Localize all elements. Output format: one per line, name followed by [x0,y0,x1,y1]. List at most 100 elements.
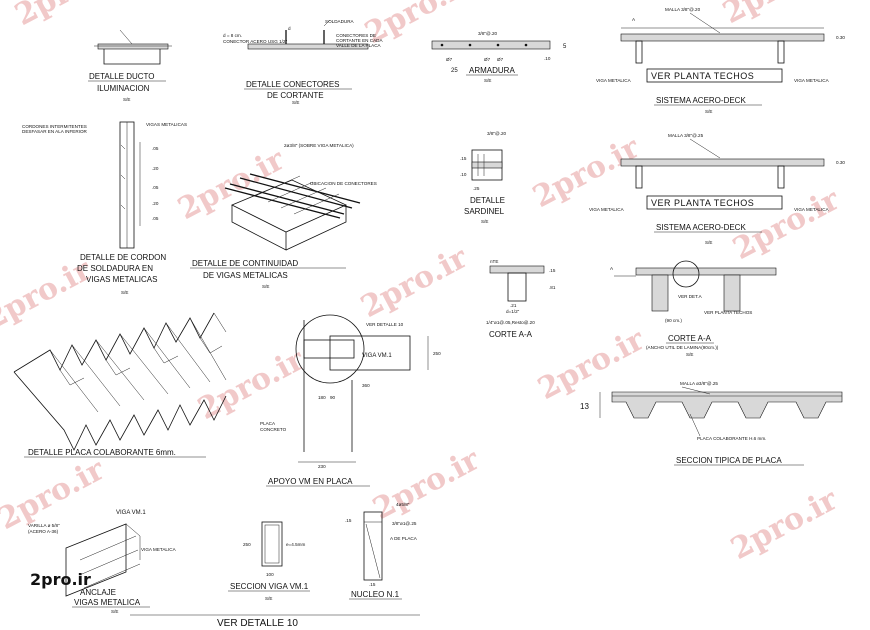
core-section [363,511,383,581]
deck1-viga-left: VIGA METALICA [596,78,632,83]
core-diagonal [365,523,381,579]
anclaje-tag: VIGA VM.1 [116,510,146,516]
deck2-ref-box [646,195,783,210]
detail-ducto-iluminacion: DETALLE DUCTO ILUMINACION S/E [88,29,172,102]
cordon-dim: .05 [152,185,159,190]
deck2-viga-right: VIGA METALICA [794,207,830,212]
seccion-placa-title: SECCION TIPICA DE PLACA [676,456,782,465]
box-section-outer [261,521,283,567]
viga-dim-h: 250 [243,542,251,547]
deck-slab [620,33,825,42]
note-conector: CONECTOR ACERO USG 1/2" [223,39,287,44]
deck-profile-top [13,312,215,373]
note-conectores-3: VALLE DE LA PLACA [336,43,382,48]
watermark-text: 2pro.ir [192,342,311,427]
cordon-dim: .05 [152,146,159,151]
note-conectores-1: CONECTORES DE [336,33,376,38]
duct-outline [103,49,161,65]
rebar-dot [524,43,528,47]
nucleo-dim-b: .15 [369,582,376,587]
anclaje-note-3: VIGA METALICA [141,547,177,552]
corte1-bot-2: d=1/2" [506,309,520,314]
conectores-scale: S/E [292,100,299,105]
sardinel-title-1: DETALLE [470,196,505,205]
plate-edge [125,523,141,560]
leader-line [689,138,721,159]
leader-line [119,29,133,45]
cordon-note-2: DESFASAR EN ALA INFERIOR [22,129,88,134]
anclaje-note-2: (ACERO A-36) [28,529,59,534]
continuidad-note-1: 2ø3/8" (SOBRE VIGA METALICA) [284,143,354,148]
ducto-scale: S/E [123,97,130,102]
conectores-title-2: DE CORTANTE [267,91,324,100]
slab-section [611,391,843,419]
armadura-bars-2: Ø7 [484,57,491,62]
seccion-placa-dim: 13 [580,402,589,411]
deck-slab [620,158,825,167]
armadura-bars-3: Ø7 [497,57,504,62]
seccion-placa-note: PLACA COLABORANTE H.6 mm. [697,436,766,441]
nucleo-title: NUCLEO N.1 [351,590,400,599]
brand-logo: 2pro.ir [30,570,91,589]
continuidad-scale: S/E [262,284,269,289]
armadura-scale: S/E [484,78,491,83]
rebar-dot [440,43,444,47]
cordon-dim: .20 [152,201,159,206]
apoyo-dim: 250 [433,351,441,356]
ducto-title-1: DETALLE DUCTO [89,72,155,81]
armadura-n25: 25 [451,68,458,74]
seccion-viga-title: SECCION VIGA VM.1 [230,582,309,591]
corte2-title: CORTE A-A [668,334,712,343]
watermark-text: 2pro.ir [355,240,474,325]
rebar [477,154,485,176]
steel-beam-right [777,40,785,64]
anclaje-title-2: VIGAS METALICA [74,598,141,607]
detail-continuidad-vigas: 2ø3/8" (SOBRE VIGA METALICA) UBICACION D… [190,143,377,289]
deck1-dim: 0.30 [836,35,845,40]
cordon-dim: .05 [152,216,159,221]
corte2-note-1: VER DET.A [678,294,703,299]
watermark-text: 2pro.ir [527,130,646,215]
continuidad-title-1: DETALLE DE CONTINUIDAD [192,259,298,268]
watermark-text: 2pro.ir [717,0,836,31]
rib-right [723,274,741,312]
viga-dim-e: e=4.5mm [286,542,305,547]
slab-section [97,43,169,50]
detail-acero-deck-2: MALLA 3/8"@.25 0.30 VIGA METALICA VIGA M… [589,133,845,245]
corte1-dim: .81 [549,285,556,290]
armadura-n5: 5 [563,44,567,50]
sardinel-dim-v2: .10 [460,172,467,177]
detail-corte-aa-2: A VER DET.A VER PLANTA TECHOS (90 cm.) C… [610,260,777,357]
corte1-title: CORTE A-A [489,330,533,339]
beam-end [303,339,355,359]
anclaje-scale: S/E [111,609,118,614]
anclaje-note-1: VARILLA ø 5/8" [28,523,60,528]
armadura-bar-top: 3/8"@.20 [478,31,498,36]
watermark-text: 2pro.ir [9,0,128,33]
detail-armadura: 3/8"@.20 Ø7 Ø7 Ø7 5 .10 25 ARMADURA S/E [431,31,567,83]
leader-line [323,19,331,27]
nucleo-dim-top: .15 [345,518,352,523]
apoyo-ref: VER DETALLE 10 [366,322,404,327]
sardinel-dim-h: .25 [473,186,480,191]
apoyo-viga: VIGA VM.1 [362,353,392,359]
armadura-title: ARMADURA [469,66,515,75]
cordon-note-3: VIGAS METALICAS [146,122,187,127]
beam-section [329,335,411,371]
sardinel-title-2: SARDINEL [464,207,505,216]
apoyo-placa-2: CONCRETO [260,427,287,432]
plate-iso [65,523,127,597]
detail-seccion-viga: 250 e=4.5mm 100 SECCION VIGA VM.1 S/E [228,521,310,601]
detail-acero-deck-1: A MALLA 3/8"@.20 0.30 VIGA METALICA VIGA… [596,7,845,114]
apoyo-placa-1: PLACA [260,421,276,426]
detail-conectores-cortante: d SOLDADURA d = 8 cm. CONECTOR ACERO USG… [223,19,383,105]
deck2-malla: MALLA 3/8"@.25 [668,133,704,138]
cordon-scale: S/E [121,290,128,295]
sheet-title: VER DETALLE 10 [217,618,298,629]
continuidad-note-2: UBICACION DE CONECTORES [310,181,377,186]
rebar-dot [496,43,500,47]
sardinel-top: 3/8"@.20 [487,131,507,136]
slab-iso-side [285,205,347,251]
leader-line [681,386,711,395]
